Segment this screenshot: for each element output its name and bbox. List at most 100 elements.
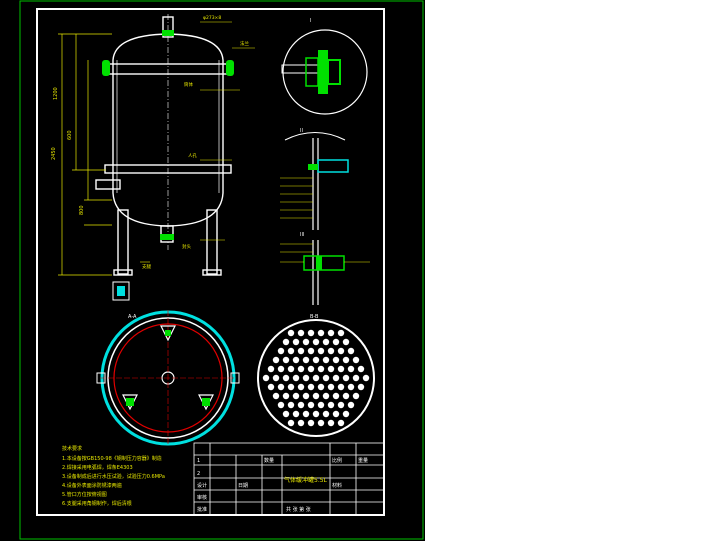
plate-hole: [287, 347, 295, 355]
plate-hole: [302, 356, 310, 364]
plate-hole: [352, 356, 360, 364]
plate-hole: [287, 383, 295, 391]
plate-hole: [342, 392, 350, 400]
plate-hole: [282, 410, 290, 418]
plate-hole: [292, 374, 300, 382]
plate-hole: [312, 338, 320, 346]
plate-hole: [332, 356, 340, 364]
outer-border: [19, 0, 424, 540]
plate-hole: [302, 410, 310, 418]
plate-hole: [322, 374, 330, 382]
svg-text:法兰: 法兰: [240, 40, 249, 47]
svg-text:3.设备制成后进行水压试验，试验压力0.6MPa: 3.设备制成后进行水压试验，试验压力0.6MPa: [62, 473, 165, 480]
plate-hole: [332, 374, 340, 382]
plate-hole: [277, 383, 285, 391]
plate-hole: [312, 410, 320, 418]
plate-hole: [307, 347, 315, 355]
plate-hole: [292, 356, 300, 364]
plate-hole: [312, 356, 320, 364]
plate-hole: [317, 347, 325, 355]
plate-hole: [267, 383, 275, 391]
svg-text:800: 800: [79, 205, 85, 215]
plate-hole: [297, 419, 305, 427]
svg-text:共 张 第 张: 共 张 第 张: [286, 506, 311, 513]
svg-text:1.本设备按GB150-98《钢制压力容器》制造: 1.本设备按GB150-98《钢制压力容器》制造: [62, 455, 162, 462]
svg-text:支腿: 支腿: [142, 263, 151, 270]
svg-text:2.焊接采用电弧焊，焊条E4303: 2.焊接采用电弧焊，焊条E4303: [62, 464, 133, 471]
plate-hole: [317, 419, 325, 427]
svg-text:600: 600: [67, 130, 73, 140]
plate-hole: [307, 383, 315, 391]
svg-text:筒体: 筒体: [184, 81, 193, 88]
plate-hole: [287, 419, 295, 427]
plate-hole: [312, 392, 320, 400]
plate-hole: [272, 374, 280, 382]
right-callout-text: φ273×8 法兰 筒体 人孔 封头 支腿: [142, 15, 249, 270]
plate-hole: [357, 365, 365, 373]
plate-hole: [297, 347, 305, 355]
plate-hole: [292, 392, 300, 400]
plate-hole: [267, 365, 275, 373]
plate-hole: [282, 392, 290, 400]
plate-hole: [352, 392, 360, 400]
svg-text:1200: 1200: [53, 87, 59, 100]
plate-hole: [287, 365, 295, 373]
plate-hole: [362, 374, 370, 382]
detail-ii: II: [280, 128, 349, 230]
perforated-plate: B-B: [257, 314, 375, 437]
plate-hole: [302, 338, 310, 346]
flange-bolts-green: [102, 30, 234, 240]
svg-text:III: III: [300, 232, 304, 238]
plate-hole: [327, 419, 335, 427]
plate-hole: [337, 329, 345, 337]
plate-hole: [342, 410, 350, 418]
detail-iii: III: [280, 232, 370, 305]
svg-text:B-B: B-B: [310, 314, 319, 320]
plate-hole: [297, 329, 305, 337]
plate-hole: [317, 365, 325, 373]
right-callouts: [140, 21, 255, 263]
cad-drawing: 1200 600 800 2450 φ273×8 法兰 筒体 人孔 封头 支腿 …: [0, 0, 425, 541]
plate-hole: [282, 374, 290, 382]
plate-hole: [322, 410, 330, 418]
plate-hole: [327, 329, 335, 337]
plate-hole: [317, 401, 325, 409]
plate-hole: [357, 383, 365, 391]
plate-hole: [292, 410, 300, 418]
plate-hole: [287, 329, 295, 337]
plate-hole: [337, 419, 345, 427]
title-block-text: 气体缓冲罐5.5L 1 2 设计 审核 批准 日期 比例 重量 材料 共 张 第…: [197, 457, 368, 513]
svg-text:审核: 审核: [197, 494, 207, 501]
plate-hole: [277, 401, 285, 409]
plate-hole: [342, 338, 350, 346]
title-block: [193, 442, 385, 516]
plate-hole: [302, 374, 310, 382]
left-dimension-text: 1200 600 800 2450: [51, 87, 85, 215]
plate-hole: [292, 338, 300, 346]
svg-text:I: I: [310, 18, 311, 24]
plate-hole: [322, 392, 330, 400]
plate-hole: [297, 401, 305, 409]
foot-detail: [112, 281, 130, 301]
detail-circle-i: I: [281, 18, 368, 115]
technical-notes: 技术要求 1.本设备按GB150-98《钢制压力容器》制造 2.焊接采用电弧焊，…: [62, 445, 165, 507]
svg-text:6.支腿采用角钢制作，焊后清根: 6.支腿采用角钢制作，焊后清根: [62, 500, 132, 507]
plate-hole: [347, 347, 355, 355]
svg-text:2: 2: [197, 471, 200, 477]
plate-hole: [347, 383, 355, 391]
plate-hole: [337, 401, 345, 409]
svg-text:人孔: 人孔: [188, 152, 197, 159]
plate-hole: [277, 347, 285, 355]
plate-hole: [297, 365, 305, 373]
svg-text:气体缓冲罐5.5L: 气体缓冲罐5.5L: [284, 476, 328, 484]
svg-text:比例: 比例: [332, 457, 342, 464]
plate-hole: [307, 365, 315, 373]
svg-text:数量: 数量: [264, 457, 274, 464]
svg-text:设计: 设计: [197, 482, 207, 489]
plate-hole: [307, 329, 315, 337]
svg-text:日期: 日期: [238, 483, 248, 489]
plate-hole: [322, 338, 330, 346]
svg-text:重量: 重量: [358, 457, 368, 464]
plate-hole: [317, 329, 325, 337]
plate-hole: [322, 356, 330, 364]
